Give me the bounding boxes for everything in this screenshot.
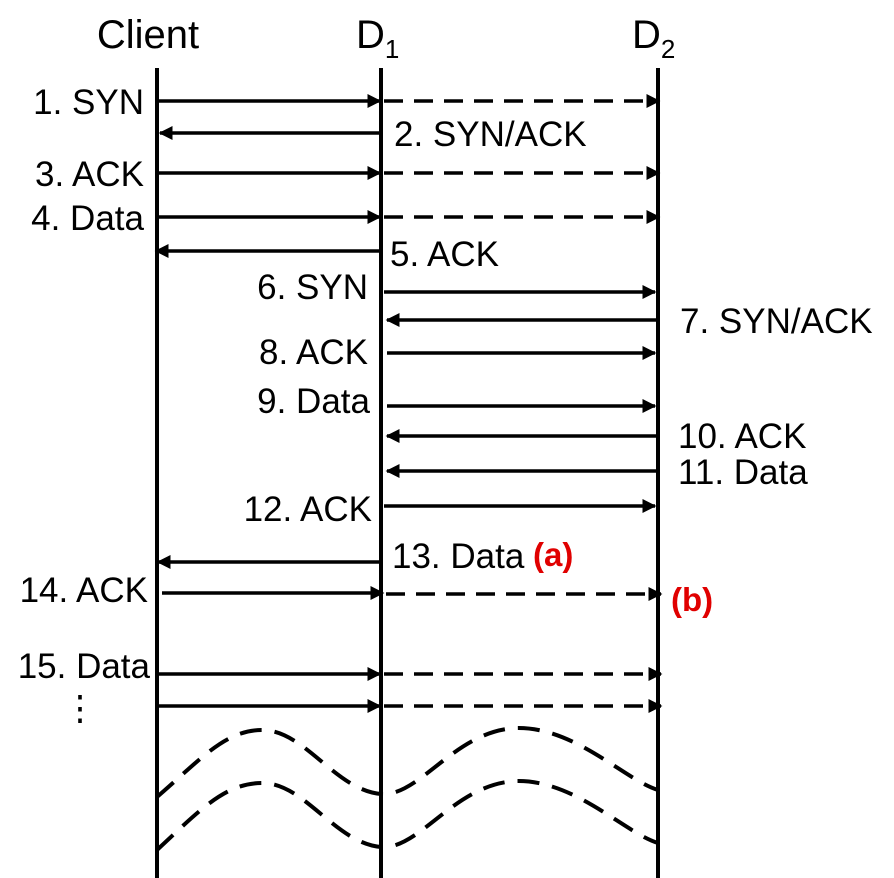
label-7-synack: 7. SYN/ACK	[680, 302, 873, 341]
label-12-ack: 12. ACK	[244, 490, 372, 529]
label-6-syn: 6. SYN	[257, 268, 368, 307]
label-14-ack: 14. ACK	[20, 571, 148, 610]
marker-b: (b)	[671, 581, 713, 618]
participant-d2: D2	[632, 13, 675, 64]
ellipsis-vertical: ⋮	[63, 689, 98, 728]
label-10-ack: 10. ACK	[678, 417, 806, 456]
label-13-data: 13. Data	[392, 537, 525, 576]
break-wave-top	[155, 725, 659, 799]
label-8-ack: 8. ACK	[259, 333, 368, 372]
label-4-data: 4. Data	[31, 199, 144, 238]
label-11-data: 11. Data	[678, 453, 808, 492]
participant-client: Client	[97, 13, 199, 57]
participant-d1: D1	[356, 13, 399, 64]
marker-a: (a)	[533, 536, 573, 573]
label-1-syn: 1. SYN	[33, 83, 144, 122]
label-5-ack: 5. ACK	[390, 235, 499, 274]
label-2-synack: 2. SYN/ACK	[394, 115, 587, 154]
label-9-data: 9. Data	[257, 382, 370, 421]
break-wave-bottom	[155, 778, 659, 852]
label-3-ack: 3. ACK	[35, 155, 144, 194]
label-15-data: 15. Data	[18, 647, 151, 686]
